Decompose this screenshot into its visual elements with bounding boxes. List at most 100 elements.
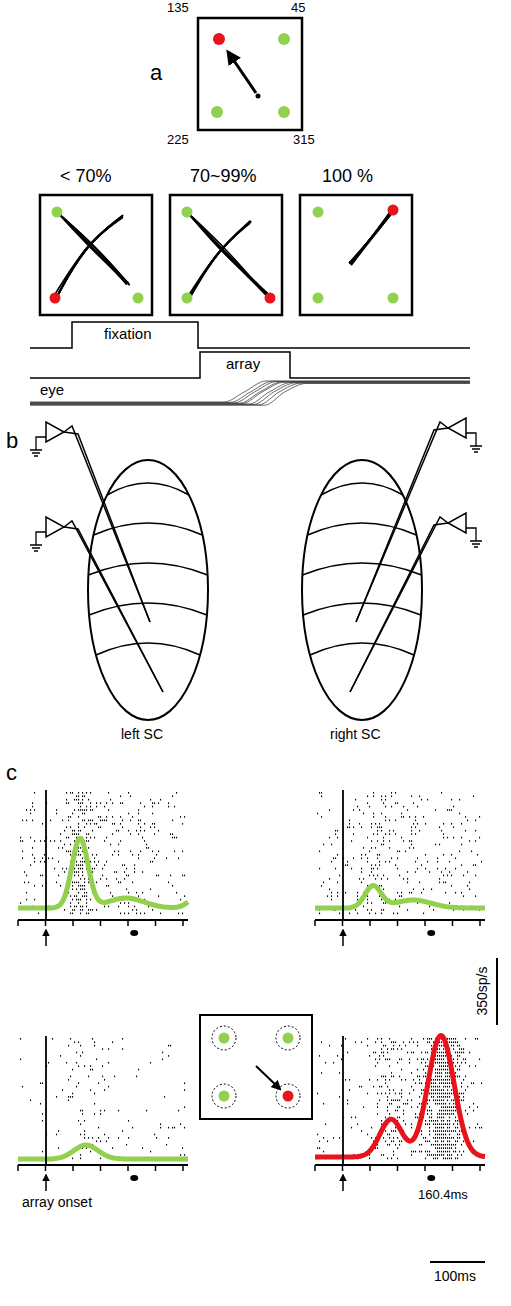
spike-tick <box>401 1096 402 1098</box>
spike-tick <box>397 1117 398 1119</box>
spike-tick <box>339 1072 340 1074</box>
spike-tick <box>425 1123 426 1125</box>
spike-tick <box>385 1117 386 1119</box>
spike-tick <box>469 888 470 890</box>
spike-tick <box>70 1038 71 1040</box>
spike-tick <box>389 1065 390 1067</box>
spike-tick <box>477 854 478 856</box>
spike-tick <box>70 895 71 897</box>
spike-tick <box>379 1086 380 1088</box>
spike-tick <box>433 1093 434 1095</box>
onset-line <box>45 1036 47 1165</box>
spike-tick <box>375 913 376 915</box>
spike-tick <box>90 909 91 911</box>
spike-tick <box>475 1065 476 1067</box>
spike-tick <box>385 1141 386 1143</box>
spike-tick <box>441 1065 442 1067</box>
spike-tick <box>82 795 83 797</box>
spike-tick <box>371 840 372 842</box>
spike-tick <box>415 1151 416 1153</box>
spike-tick <box>66 802 67 804</box>
spike-tick <box>381 844 382 846</box>
spike-tick <box>62 868 63 870</box>
spike-tick <box>78 830 79 832</box>
spike-tick <box>152 806 153 808</box>
spike-tick <box>441 1127 442 1129</box>
condition-label: 100 % <box>322 166 373 187</box>
spike-tick <box>371 1137 372 1139</box>
spike-tick <box>389 1093 390 1095</box>
spike-tick <box>86 840 87 842</box>
spike-tick <box>393 1041 394 1043</box>
spike-tick <box>421 1093 422 1095</box>
spike-tick <box>443 837 444 839</box>
spike-tick <box>146 1110 147 1112</box>
spike-tick <box>455 1041 456 1043</box>
spike-tick <box>415 861 416 863</box>
spike-tick <box>437 1151 438 1153</box>
spike-tick <box>463 1093 464 1095</box>
spike-tick <box>56 1096 57 1098</box>
spike-tick <box>411 892 412 894</box>
spike-tick <box>449 902 450 904</box>
spike-tick <box>32 820 33 822</box>
spike-tick <box>62 820 63 822</box>
spike-tick <box>381 830 382 832</box>
spike-tick <box>80 878 81 880</box>
spike-tick <box>373 875 374 877</box>
spike-tick <box>367 1093 368 1095</box>
spike-tick <box>429 1151 430 1153</box>
spike-tick <box>184 1082 185 1084</box>
spike-tick <box>391 1103 392 1105</box>
axis-tick <box>127 920 129 926</box>
spike-tick <box>407 871 408 873</box>
spike-tick <box>333 857 334 859</box>
spike-tick <box>453 1123 454 1125</box>
spike-tick <box>82 1052 83 1054</box>
spike-tick <box>387 1086 388 1088</box>
spike-tick <box>423 1076 424 1078</box>
spike-tick <box>84 813 85 815</box>
spike-tick <box>120 840 121 842</box>
spike-tick <box>72 1093 73 1095</box>
spike-tick <box>437 1089 438 1091</box>
spike-tick <box>174 851 175 853</box>
spike-tick <box>451 799 452 801</box>
spike-tick <box>433 1100 434 1102</box>
spike-tick <box>319 851 320 853</box>
spike-tick <box>401 895 402 897</box>
amplifier-symbol <box>46 517 64 537</box>
sc-map-line <box>302 563 421 575</box>
spike-tick <box>34 899 35 901</box>
spike-tick <box>459 1076 460 1078</box>
spike-tick <box>391 1041 392 1043</box>
spike-tick <box>441 871 442 873</box>
spike-tick <box>106 885 107 887</box>
spike-tick <box>475 875 476 877</box>
spike-tick <box>84 826 85 828</box>
spike-tick <box>449 1038 450 1040</box>
spike-tick <box>104 906 105 908</box>
spike-tick <box>377 830 378 832</box>
spike-tick <box>375 1041 376 1043</box>
spike-tick <box>331 895 332 897</box>
spike-tick <box>86 913 87 915</box>
spike-tick <box>425 868 426 870</box>
spike-tick <box>361 826 362 828</box>
spike-tick <box>399 1144 400 1146</box>
spike-tick <box>347 826 348 828</box>
spike-tick <box>96 909 97 911</box>
superior-colliculus <box>88 460 208 720</box>
spike-tick <box>451 1158 452 1160</box>
spike-tick <box>74 875 75 877</box>
spike-tick <box>439 1137 440 1139</box>
spike-tick <box>449 1110 450 1112</box>
spike-tick <box>451 1100 452 1102</box>
spike-tick <box>88 799 89 801</box>
spike-tick <box>447 1147 448 1149</box>
spike-tick <box>437 1103 438 1105</box>
spike-tick <box>82 909 83 911</box>
axis-tick <box>155 920 157 926</box>
spike-tick <box>447 1079 448 1081</box>
spike-tick <box>78 792 79 794</box>
